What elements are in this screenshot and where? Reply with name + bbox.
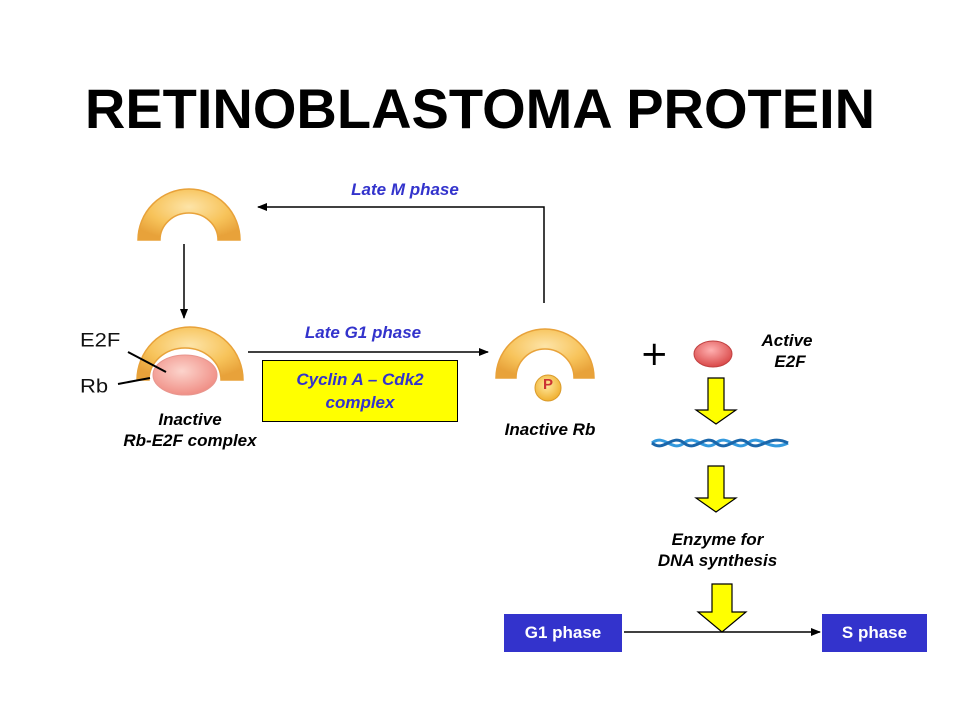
yellow-arrow-2	[694, 465, 738, 513]
enzyme-line2: DNA synthesis	[657, 551, 778, 570]
cyclin-label-line2: complex	[325, 393, 395, 412]
plus-sign: +	[640, 334, 669, 374]
cyclin-label-line1: Cyclin A – Cdk2	[296, 370, 424, 389]
g1-phase-box: G1 phase	[504, 614, 622, 652]
phosphate-label: P	[542, 376, 553, 393]
late-m-phase-arrow	[257, 203, 545, 303]
free-rb-protein	[137, 188, 241, 241]
inactive-rb-protein	[495, 328, 595, 402]
s-phase-box: S phase	[822, 614, 927, 652]
enzyme-line1: Enzyme for	[671, 530, 764, 549]
late-g1-phase-label: Late G1 phase	[304, 323, 422, 342]
inactive-complex-line2: Rb-E2F complex	[123, 431, 257, 450]
e2f-tag: E2F	[80, 328, 121, 351]
rb-e2f-complex	[117, 326, 244, 396]
active-e2f-protein	[693, 340, 733, 368]
rb-tag: Rb	[80, 374, 109, 397]
active-e2f-line2: E2F	[774, 352, 806, 371]
active-e2f-label: Active E2F	[740, 330, 840, 372]
late-m-phase-label: Late M phase	[351, 180, 459, 199]
inactive-rb-label: Inactive Rb	[504, 420, 596, 439]
enzyme-label: Enzyme for DNA synthesis	[630, 529, 805, 571]
cyclin-cdk2-box: Cyclin A – Cdk2 complex	[262, 360, 458, 422]
inactive-complex-label: Inactive Rb-E2F complex	[110, 409, 270, 451]
yellow-arrow-3	[696, 583, 748, 633]
dna-helix-icon	[651, 438, 789, 448]
inactive-complex-line1: Inactive	[158, 410, 222, 429]
active-e2f-line1: Active	[761, 331, 813, 350]
yellow-arrow-1	[694, 377, 738, 425]
page-title: RETINOBLASTOMA PROTEIN	[84, 77, 876, 140]
